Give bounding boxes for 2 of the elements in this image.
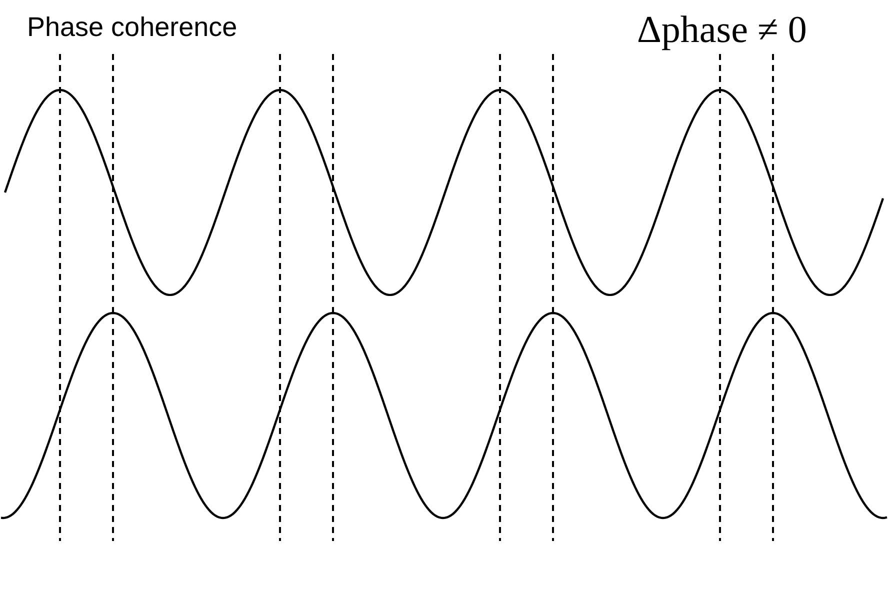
title: Phase coherence: [27, 12, 238, 43]
annotation-text: Δphase ≠ 0: [637, 8, 807, 52]
